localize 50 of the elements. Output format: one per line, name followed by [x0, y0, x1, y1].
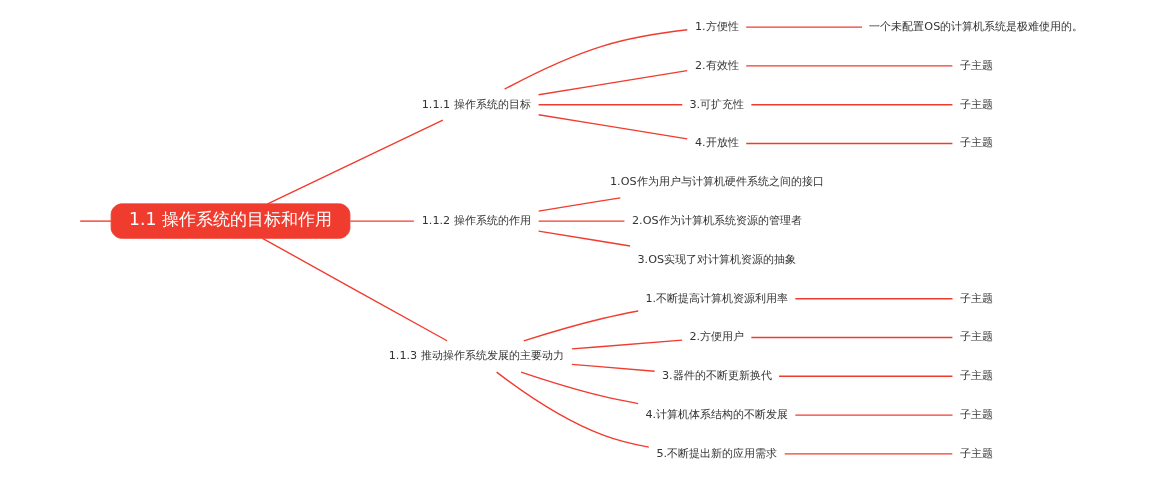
connector — [349, 220, 415, 222]
connector — [537, 104, 683, 106]
connector — [522, 310, 639, 342]
node-text: 一个未配置OS的计算机系统是极难使用的。 — [868, 20, 1083, 34]
node-text: 4.计算机体系结构的不断发展 — [644, 408, 788, 422]
node-text: 子主题 — [959, 291, 993, 305]
connector — [503, 29, 688, 90]
node-text: 3.器件的不断更新换代 — [661, 369, 772, 383]
connector — [519, 371, 639, 405]
node-text: 1.1.3 推动操作系统发展的主要动力 — [388, 349, 564, 363]
connector — [537, 197, 621, 212]
connector — [261, 237, 448, 342]
connector — [537, 220, 625, 222]
connector — [745, 142, 953, 145]
connector — [537, 230, 631, 247]
node-text: 5.不断提出新的应用需求 — [655, 446, 777, 460]
connector — [537, 69, 688, 96]
connector — [750, 336, 953, 339]
node-text: 1.1.2 操作系统的作用 — [421, 214, 531, 228]
node-text: 2.方便用户 — [688, 330, 744, 344]
connector — [750, 104, 953, 106]
node-text: 3.可扩充性 — [688, 97, 744, 111]
connector — [745, 26, 863, 28]
node-text: 子主题 — [959, 136, 993, 150]
node-text: 子主题 — [959, 408, 993, 422]
connector — [794, 298, 953, 300]
connector — [79, 220, 112, 222]
connector — [570, 363, 655, 372]
connector — [794, 414, 953, 416]
node-text: 4.开放性 — [694, 136, 739, 150]
node-box: 1.1 操作系统的目标和作用 — [110, 203, 350, 239]
node-text: 2.OS作为计算机系统资源的管理者 — [631, 214, 802, 228]
connector — [537, 114, 688, 140]
node-text: 1.OS作为用户与计算机硬件系统之间的接口 — [609, 175, 824, 189]
connector — [570, 339, 683, 350]
node-text: 子主题 — [959, 446, 993, 460]
node-text: 1.方便性 — [694, 20, 739, 34]
node-text: 子主题 — [959, 369, 993, 383]
node-text: 子主题 — [959, 58, 993, 72]
node-text: 子主题 — [959, 97, 993, 111]
node-text: 2.有效性 — [694, 58, 739, 72]
connector — [783, 453, 953, 455]
node-text: 3.OS实现了对计算机资源的抽象 — [637, 252, 796, 266]
connector — [495, 371, 650, 448]
connector — [266, 119, 443, 205]
node-text: 1.不断提高计算机资源利用率 — [644, 291, 788, 305]
node-text: 子主题 — [959, 330, 993, 344]
node-text: 1.1.1 操作系统的目标 — [421, 97, 531, 111]
connector — [745, 65, 953, 67]
connector — [777, 375, 953, 377]
